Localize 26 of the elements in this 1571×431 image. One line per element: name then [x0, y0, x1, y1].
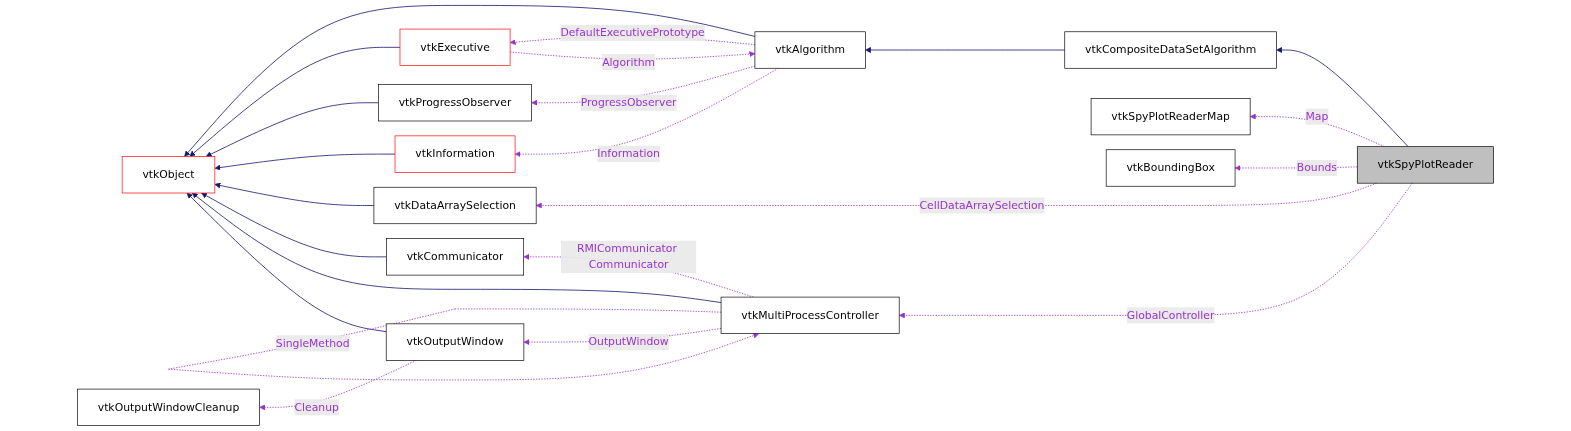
edge-label: Cleanup	[294, 400, 339, 414]
node-box: vtkDataArraySelection	[373, 186, 537, 225]
edge-label: SingleMethod	[275, 336, 350, 350]
edge-label: GlobalController	[1126, 308, 1215, 322]
edge-label: Bounds	[1296, 161, 1338, 175]
node-box: vtkInformation	[394, 135, 516, 173]
node-box: vtkProgressObserver	[378, 84, 532, 122]
node-box: vtkOutputWindow	[385, 323, 525, 361]
edge-label: Map	[1305, 109, 1329, 123]
node-box: vtkObject	[121, 156, 216, 194]
node-box: vtkCompositeDataSetAlgorithm	[1064, 31, 1277, 69]
edge-label: Information	[597, 147, 660, 161]
edge-label: ProgressObserver	[580, 95, 677, 109]
node-box: vtkMultiProcessController	[720, 296, 900, 334]
edge-label: OutputWindow	[588, 335, 669, 349]
edge-label: CellDataArraySelection	[919, 198, 1045, 212]
node-box: vtkBoundingBox	[1105, 149, 1236, 187]
node-box: vtkOutputWindowCleanup	[77, 388, 260, 426]
node-box: vtkCommunicator	[386, 238, 524, 276]
node-box: vtkAlgorithm	[754, 31, 866, 69]
edge-label: DefaultExecutivePrototype	[560, 26, 705, 39]
node-box: vtkExecutive	[399, 28, 511, 66]
edge-label: Algorithm	[602, 55, 656, 69]
node-box: vtkSpyPlotReaderMap	[1090, 98, 1251, 136]
node-box: vtkSpyPlotReader	[1356, 146, 1494, 184]
edge-label: RMICommunicator Communicator	[576, 241, 677, 272]
